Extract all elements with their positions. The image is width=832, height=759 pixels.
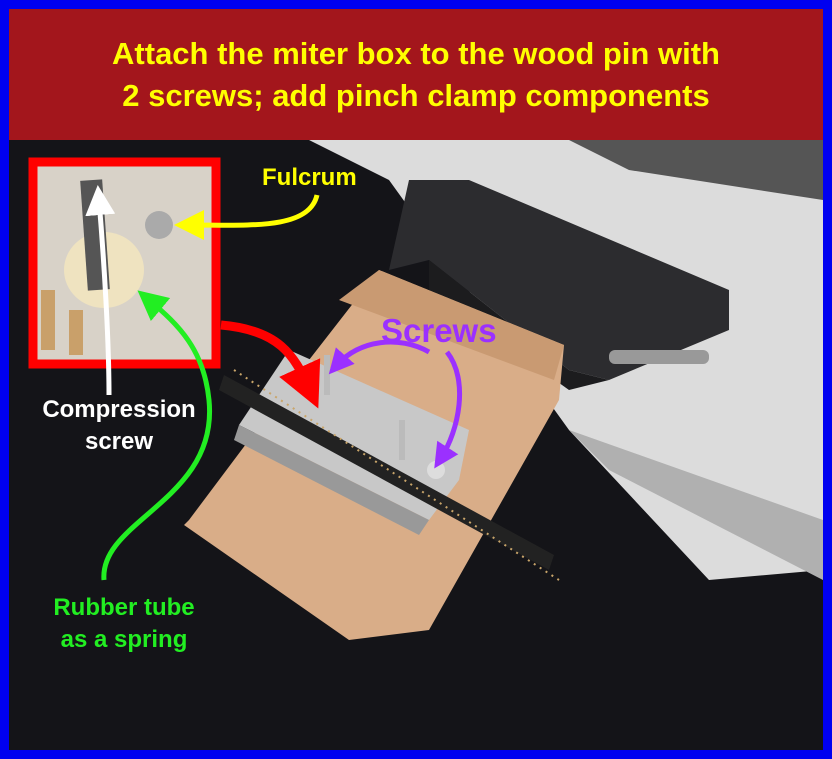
label-compression-line-1: Compression (42, 396, 196, 423)
title-line-1: Attach the miter box to the wood pin wit… (112, 35, 720, 71)
label-rubber-line-2: as a spring (60, 626, 188, 653)
image-frame: Attach the miter box to the wood pin wit… (9, 9, 823, 750)
fulcrum-arrow (174, 194, 320, 241)
black-clamp (389, 180, 729, 380)
title-text: Attach the miter box to the wood pin wit… (112, 33, 720, 117)
thumb-screw (609, 350, 709, 364)
screws-arrow-right (434, 350, 462, 469)
photo-miter-box-clamp (9, 140, 823, 750)
screws-arrow-left (328, 339, 431, 375)
label-rubber-tube: Rubber tube as a spring (29, 592, 219, 656)
title-line-2: 2 screws; add pinch clamp components (122, 77, 710, 113)
title-banner: Attach the miter box to the wood pin wit… (9, 9, 823, 140)
label-fulcrum: Fulcrum (262, 164, 357, 191)
compression-arrow (85, 185, 116, 396)
label-rubber-line-1: Rubber tube (53, 594, 195, 621)
screw-right (427, 461, 445, 479)
screw-left (324, 355, 330, 395)
label-screws: Screws (381, 312, 497, 349)
rubber-tube-arrow (101, 290, 212, 581)
inset-closeup (28, 157, 221, 369)
label-compression-line-2: screw (84, 428, 154, 455)
label-compression-screw: Compression screw (19, 394, 219, 458)
inset-arrow (220, 320, 321, 409)
shelf-top (569, 140, 823, 200)
